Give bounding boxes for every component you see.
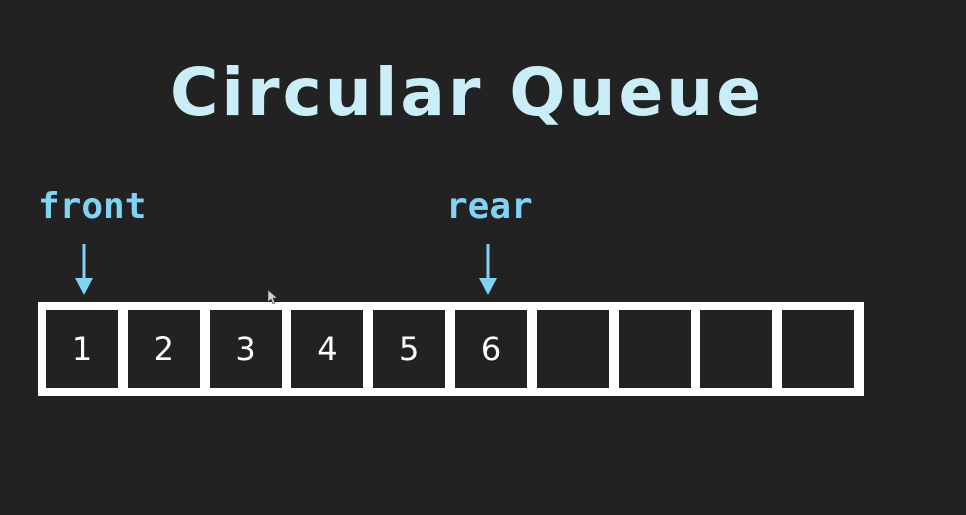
front-pointer-label: front [38,186,147,227]
queue-cell: 3 [209,310,282,388]
queue-cell [700,310,773,388]
rear-pointer-label: rear [446,186,533,227]
queue-cell [618,310,691,388]
diagram-title: Circular Queue [170,54,765,131]
front-arrow-down-icon [75,244,93,295]
queue-cell: 1 [46,310,118,388]
queue-cell: 4 [291,310,364,388]
queue-cell [782,310,855,388]
queue-cell: 6 [455,310,527,388]
queue-cell [536,310,609,388]
rear-arrow-down-icon [479,244,497,295]
mouse-cursor-icon [268,290,278,304]
queue-cell: 2 [127,310,200,388]
queue-cell: 5 [373,310,446,388]
